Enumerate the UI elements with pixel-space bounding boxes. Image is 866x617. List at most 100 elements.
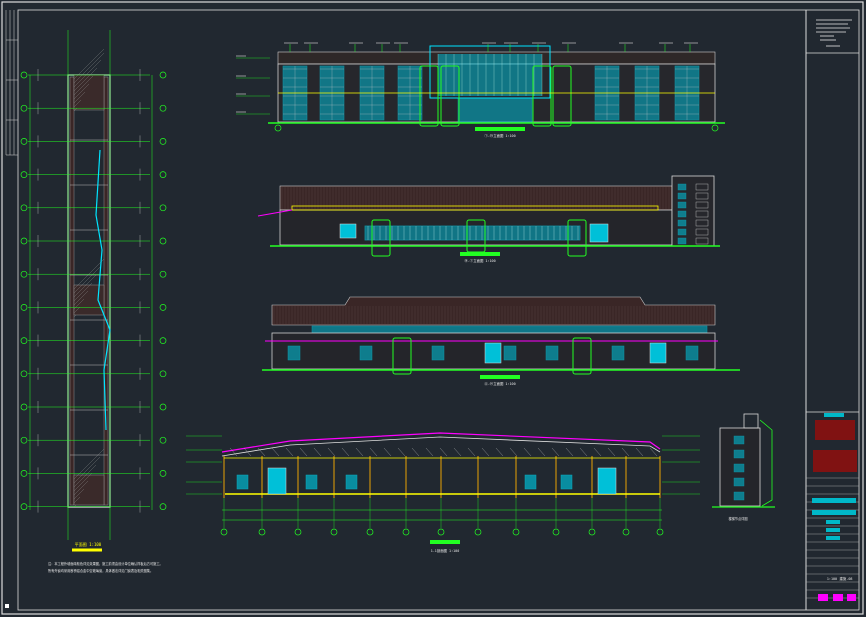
plan-hatch-line: [73, 59, 102, 88]
section-grid-axes: [186, 435, 700, 536]
elev3-window: [359, 345, 373, 361]
stair-detail[interactable]: 楼梯节点详图: [712, 413, 775, 521]
detail-cap: [743, 413, 759, 429]
section-window: [524, 474, 537, 490]
floor-plan[interactable]: 平面图 1:100 注：本工程外墙面砖颜色详见效果图，施工前须由设计单位确认样板…: [20, 30, 167, 573]
plan-hatch-line: [73, 472, 93, 492]
titleblock-magenta-cell-3: [847, 594, 856, 601]
grid-axis-bubble-icon: [437, 528, 445, 536]
section-truss-web: [467, 447, 476, 457]
plan-hatch-line: [73, 48, 105, 80]
grid-axis-bubble-icon: [622, 528, 630, 536]
plan-hatch-line: [73, 306, 81, 314]
grid-axis-bubble-icon: [20, 104, 28, 112]
detail-window: [733, 463, 745, 473]
building-section[interactable]: 1-1剖面图 1:100: [186, 432, 700, 553]
grid-axis-bubble-icon: [588, 528, 596, 536]
grid-axis-bubble-icon: [330, 528, 338, 536]
elev3-window: [431, 345, 445, 361]
plan-hatch-line: [73, 274, 97, 298]
grid-axis-bubble-icon: [20, 403, 28, 411]
elev2-roof-ribs: [281, 187, 670, 209]
section-door: [267, 467, 287, 495]
section-truss-web: [551, 447, 560, 457]
plan-hatch-line: [73, 91, 86, 104]
elev1-caption-bar: [475, 127, 525, 131]
drawing-inner-border: [17, 9, 860, 611]
grid-axis-bubble-icon: [159, 403, 167, 411]
plan-grid-axes: [20, 30, 167, 540]
grid-axis-bubble-icon: [20, 470, 28, 477]
elev2-tower-window: [695, 201, 709, 209]
grid-axis-bubble-icon: [159, 237, 167, 245]
elev3-door: [649, 342, 667, 364]
plan-hatched-rooms: [70, 48, 108, 508]
plan-hatch-line: [73, 282, 93, 302]
section-truss-web: [649, 447, 658, 457]
section-truss-web: [453, 447, 462, 457]
plan-hatch-line: [73, 75, 94, 96]
plan-hatch-line: [73, 456, 101, 484]
section-truss-web: [565, 447, 574, 457]
grid-axis-bubble-icon: [159, 270, 167, 278]
north-elevation[interactable]: ①-⑲立面图 1:100: [236, 42, 725, 138]
grid-axis-bubble-icon: [159, 337, 167, 344]
plan-hatch-line: [73, 67, 98, 92]
elev3-green-highlight: [392, 337, 412, 375]
elev2-tower-window: [695, 228, 709, 236]
detail-window-rows: [733, 435, 745, 501]
titleblock-scale: 1:100: [827, 577, 837, 581]
section-truss-web: [411, 447, 420, 457]
section-truss-web: [299, 447, 308, 457]
section-truss-web: [243, 447, 252, 457]
plan-note-1: 注：本工程外墙面砖颜色详见效果图，施工前须由设计单位确认样板后方可施工。: [48, 561, 163, 566]
section-truss-web: [537, 447, 546, 457]
section-window: [305, 474, 318, 490]
elev2-window-mullions: [367, 226, 579, 240]
grid-axis-bubble-icon: [20, 304, 28, 311]
elev2-tower-window: [695, 237, 709, 245]
section-truss-web: [229, 447, 238, 457]
titleblock-teal-row: [812, 510, 856, 515]
plan-hatch-line: [73, 488, 85, 500]
elev3-caption-bar: [480, 375, 520, 379]
elev1-green-highlight: [532, 65, 552, 127]
grid-axis-bubble-icon: [294, 528, 302, 536]
section-truss-web: [509, 447, 518, 457]
grid-axis-bubble-icon: [20, 71, 28, 79]
titleblock-teal-row: [812, 498, 856, 503]
elev2-tower-window: [677, 237, 687, 245]
elev1-callout-labels: [236, 42, 719, 132]
section-truss-web: [593, 447, 602, 457]
section-truss-web: [397, 447, 406, 457]
elev3-green-highlight: [572, 337, 592, 375]
elev1-curtain-glass: [438, 54, 542, 96]
section-truss-web: [523, 447, 532, 457]
titleblock-magenta-cell-2: [833, 594, 843, 601]
east-elevation[interactable]: Ⓐ-Ⓗ立面图 1:100: [262, 296, 740, 386]
elev1-green-highlight: [440, 65, 460, 127]
title-block[interactable]: 建施-08 1:100: [805, 10, 859, 610]
titleblock-header-lines: [816, 19, 852, 47]
section-roof-magenta: [221, 432, 661, 453]
plan-hatch-line: [73, 314, 77, 318]
titleblock-teal-cell: [826, 536, 840, 540]
south-elevation[interactable]: ⑲-①立面图 1:100: [257, 175, 720, 263]
section-truss-web: [285, 447, 294, 457]
section-truss-web: [257, 447, 266, 457]
titleblock-drawing-no: 建施-08: [840, 576, 853, 581]
plan-hatch-line: [73, 99, 82, 108]
section-truss-web: [425, 447, 434, 457]
plan-note-2: 所有外窗均采用断桥铝合金中空玻璃窗，具体做法详见门窗表及相关图集。: [48, 568, 153, 573]
section-truss-web: [481, 447, 490, 457]
detail-caption: 楼梯节点详图: [728, 516, 747, 521]
elev1-curtain-wall: [419, 54, 572, 127]
detail-window: [733, 477, 745, 487]
grid-axis-bubble-icon: [656, 528, 664, 536]
titleblock-teal-cell: [826, 528, 840, 532]
grid-axis-bubble-icon: [20, 436, 28, 444]
grid-axis-bubble-icon: [20, 503, 28, 510]
elev3-door: [484, 342, 502, 364]
grid-axis-bubble-icon: [159, 436, 167, 444]
